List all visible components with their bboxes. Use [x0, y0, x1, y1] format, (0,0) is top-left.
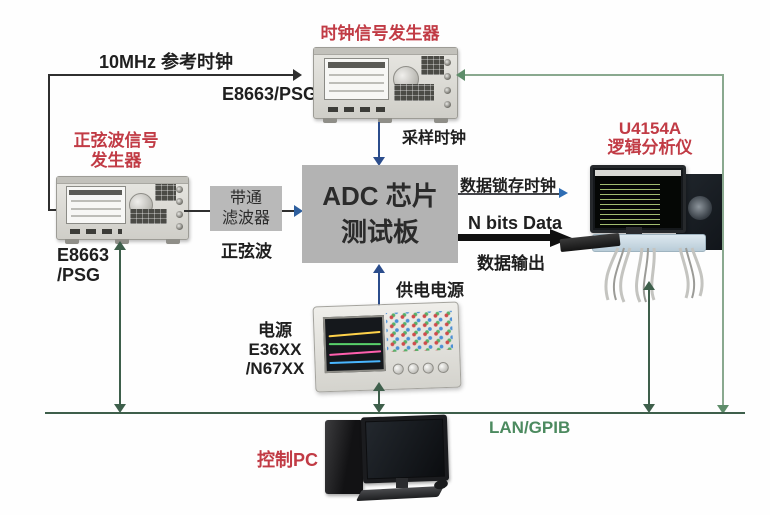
power-to-adc-arrowhead [373, 264, 385, 273]
gpib-to-clockgen-vertical [722, 74, 724, 406]
data-latch-clock-arrowhead [559, 188, 568, 198]
sampling-clock-label: 采样时钟 [402, 130, 467, 147]
sinegen-bus-arrowhead-up [114, 241, 126, 250]
keypad-block [394, 84, 435, 102]
ref-clock-label: 10MHz 参考时钟 [99, 52, 234, 72]
bandpass-filter-box: 带通 滤波器 [210, 186, 282, 231]
power-to-adc-line [378, 271, 380, 306]
filter-to-adc-line [282, 210, 295, 212]
filter-to-adc-arrowhead [294, 205, 303, 217]
power-feed-label: 供电电源 [396, 281, 464, 300]
keypad-block [155, 184, 177, 201]
power-supply-image [312, 301, 462, 393]
sine-generator-title: 正弦波信号 发生器 [73, 131, 159, 170]
psu-bus-arrowhead-up [373, 382, 385, 391]
lan-gpib-label: LAN/GPIB [489, 418, 571, 437]
clock-generator-title: 时钟信号发生器 [320, 24, 440, 43]
waveform-listing [600, 180, 661, 225]
sampling-clock-arrowhead [373, 157, 385, 166]
n-bits-data-label: N bits Data [468, 213, 563, 233]
instrument-screen [324, 57, 389, 101]
sinegen-bus-line [119, 248, 121, 406]
softkey-row [70, 229, 123, 235]
analyzer-bus-line [648, 288, 650, 406]
analyzer-bus-arrowhead-down [643, 404, 655, 413]
clock-generator-model-label: E8663/PSG [222, 84, 318, 104]
sampling-clock-line [378, 122, 380, 158]
gpib-to-clockgen-horizontal [464, 74, 724, 76]
sinegen-bus-arrowhead-down [114, 404, 126, 413]
gpib-to-clockgen-bus-arrowhead [717, 405, 729, 414]
front-panel-buttons [385, 311, 454, 353]
instrument-screen [66, 185, 126, 224]
psu-bus-line [378, 389, 380, 406]
adc-board-box: ADC 芯片 测试板 [302, 165, 458, 263]
data-output-label: 数据输出 [477, 254, 545, 273]
fan-icon [688, 196, 712, 220]
clock-generator-image [313, 47, 458, 123]
data-latch-clock-line [458, 193, 560, 195]
sine-generator-model-label: E8663 /PSG [57, 245, 110, 285]
psu-bus-arrowhead-down [373, 404, 385, 413]
ref-clock-line-horizontal [48, 74, 293, 76]
sine-generator-image [56, 176, 189, 244]
instrument-feet [322, 118, 449, 123]
front-panel-knobs [390, 358, 451, 379]
analyzer-monitor [590, 165, 686, 233]
data-latch-clock-label: 数据锁存时钟 [460, 178, 557, 195]
sine-to-filter-line [184, 210, 210, 212]
screen-header [327, 62, 386, 68]
instrument-top-strip [57, 177, 188, 184]
monitor-stand [626, 227, 642, 235]
logic-analyzer-title: U4154A 逻辑分析仪 [607, 119, 693, 157]
control-pc-image [320, 414, 450, 506]
analyzer-bus-arrowhead-up [643, 281, 655, 290]
ref-clock-line-vertical [48, 74, 50, 210]
sine-wave-label: 正弦波 [221, 242, 272, 261]
keypad-block [130, 209, 168, 225]
probe-cable-bundle [604, 247, 704, 303]
screen-toolbar [595, 170, 681, 176]
n-bits-data-bar [458, 234, 550, 241]
pc-tower [325, 420, 363, 494]
logic-analyzer-image [559, 160, 730, 305]
connector-ports [174, 183, 186, 233]
pc-monitor [360, 414, 450, 484]
control-pc-label: 控制PC [257, 450, 319, 470]
pc-keyboard [355, 485, 445, 502]
ref-clock-arrowhead [293, 69, 302, 81]
ref-clock-line-stub [48, 209, 58, 211]
softkey-row [328, 106, 386, 113]
connector-ports [441, 55, 454, 111]
keypad-block [421, 56, 445, 75]
lan-gpib-bus-line [45, 412, 745, 414]
instrument-screen [322, 315, 387, 374]
gpib-to-clockgen-arrowhead [456, 69, 465, 81]
screen-header [69, 189, 123, 195]
instrument-top-strip [314, 48, 457, 55]
pc-monitor-stand [396, 478, 408, 488]
power-supply-label: 电源 E36XX /N67XX [245, 321, 305, 378]
